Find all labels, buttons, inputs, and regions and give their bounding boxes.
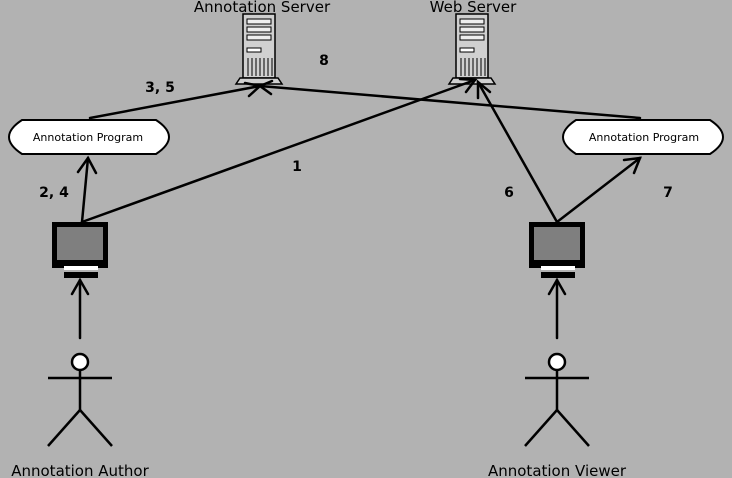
arrow-step-1 <box>80 77 478 224</box>
web-server-label: Web Server <box>430 0 517 16</box>
annotation-author-label: Annotation Author <box>11 462 149 478</box>
author-monitor-icon <box>52 222 108 278</box>
step-label-6: 6 <box>504 185 514 201</box>
arrow-author-to-monitor <box>70 277 90 340</box>
arrow-step-6 <box>476 79 559 224</box>
step-label-7: 7 <box>663 185 673 201</box>
arrow-step-7 <box>555 156 642 224</box>
step-label-2-4: 2, 4 <box>39 185 69 201</box>
web-server-icon <box>447 13 497 85</box>
annotation-program-right: Annotation Program <box>562 119 724 155</box>
annotation-program-left: Annotation Program <box>8 119 170 155</box>
step-label-8: 8 <box>319 53 329 69</box>
arrow-viewer-to-monitor <box>547 277 567 340</box>
annotation-viewer-figure <box>524 352 590 447</box>
annotation-server-icon <box>234 13 284 85</box>
step-label-1: 1 <box>292 159 302 175</box>
annotation-program-right-label: Annotation Program <box>589 131 699 144</box>
arrow-step-2-4 <box>76 155 98 224</box>
annotation-server-label: Annotation Server <box>194 0 331 16</box>
arrow-viewer-program-to-annotation-server <box>257 79 642 120</box>
step-label-3-5: 3, 5 <box>145 80 175 96</box>
viewer-monitor-icon <box>529 222 585 278</box>
arrow-step-3-5 <box>88 81 263 120</box>
annotation-program-left-label: Annotation Program <box>33 131 143 144</box>
annotation-viewer-label: Annotation Viewer <box>488 462 627 478</box>
annotation-author-figure <box>47 352 113 447</box>
